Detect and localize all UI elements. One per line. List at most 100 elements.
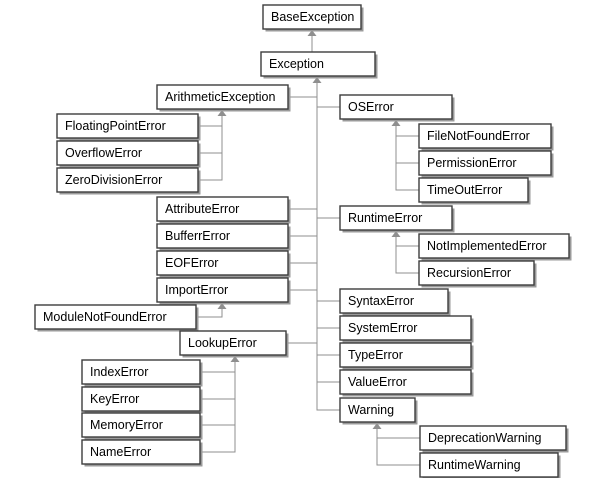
- edge-path: [198, 115, 223, 127]
- node-box[interactable]: [339, 342, 472, 368]
- edge-SyntaxError-to-Exception: [316, 82, 340, 302]
- node-LookupError[interactable]: LookupError: [179, 330, 289, 358]
- node-IndexError[interactable]: IndexError: [81, 359, 203, 387]
- node-box[interactable]: [156, 196, 289, 222]
- edge-RuntimeError-to-Exception: [316, 82, 340, 219]
- node-NotImplementedError[interactable]: NotImplementedError: [418, 233, 572, 261]
- node-label: BufferrError: [165, 229, 230, 243]
- edge-path: [196, 308, 223, 318]
- node-box[interactable]: [339, 369, 472, 395]
- node-OSError[interactable]: OSError: [339, 94, 455, 122]
- node-box[interactable]: [339, 94, 453, 120]
- node-label: ModuleNotFoundError: [43, 310, 167, 324]
- edge-path: [395, 125, 419, 191]
- node-TimeOutError[interactable]: TimeOutError: [418, 177, 531, 205]
- node-ImportError[interactable]: ImportError: [156, 277, 291, 305]
- node-label: TimeOutError: [427, 183, 502, 197]
- node-box[interactable]: [339, 315, 472, 341]
- node-EOFError[interactable]: EOFError: [156, 250, 291, 278]
- edge-Warning-to-Exception: [316, 82, 340, 411]
- edge-path: [395, 236, 419, 274]
- node-DeprecationWarning[interactable]: DeprecationWarning: [419, 425, 569, 453]
- edge-ZeroDivisionError-to-ArithmeticException: [198, 115, 223, 181]
- node-box[interactable]: [419, 452, 559, 478]
- edge-path: [316, 82, 340, 329]
- node-ModuleNotFoundError[interactable]: ModuleNotFoundError: [34, 304, 199, 332]
- node-box[interactable]: [81, 359, 201, 385]
- node-box[interactable]: [418, 123, 552, 149]
- node-box[interactable]: [418, 233, 570, 259]
- node-label: RecursionError: [427, 266, 511, 280]
- node-Exception[interactable]: Exception: [260, 51, 378, 79]
- node-box[interactable]: [260, 51, 376, 77]
- node-box[interactable]: [81, 386, 201, 412]
- node-AttributeError[interactable]: AttributeError: [156, 196, 291, 224]
- node-label: MemoryError: [90, 418, 163, 432]
- node-ValueError[interactable]: ValueError: [339, 369, 474, 397]
- edge-NameError-to-LookupError: [200, 361, 236, 453]
- node-NameError[interactable]: NameError: [81, 439, 203, 467]
- node-layer: BaseExceptionExceptionArithmeticExceptio…: [34, 4, 572, 478]
- node-box[interactable]: [81, 439, 201, 465]
- node-RuntimeError[interactable]: RuntimeError: [339, 205, 455, 233]
- node-KeyError[interactable]: KeyError: [81, 386, 203, 414]
- node-box[interactable]: [339, 288, 449, 314]
- edge-path: [316, 82, 340, 219]
- node-label: ImportError: [165, 283, 228, 297]
- edge-path: [288, 82, 318, 291]
- node-RecursionError[interactable]: RecursionError: [418, 260, 537, 288]
- edge-layer: [196, 30, 420, 466]
- edge-path: [376, 428, 420, 466]
- node-RuntimeWarning[interactable]: RuntimeWarning: [419, 452, 561, 478]
- node-MemoryError[interactable]: MemoryError: [81, 412, 203, 440]
- node-box[interactable]: [156, 223, 289, 249]
- node-box[interactable]: [418, 150, 552, 176]
- node-box[interactable]: [418, 177, 529, 203]
- node-box[interactable]: [156, 277, 289, 303]
- edge-BufferrError-to-Exception: [288, 82, 318, 237]
- node-BaseException[interactable]: BaseException: [262, 4, 364, 32]
- node-box[interactable]: [339, 205, 453, 231]
- node-FloatingPointError[interactable]: FloatingPointError: [56, 113, 201, 141]
- edge-path: [200, 361, 236, 373]
- edge-OverflowError-to-ArithmeticException: [198, 115, 223, 154]
- edge-ImportError-to-Exception: [288, 82, 318, 291]
- node-SyntaxError[interactable]: SyntaxError: [339, 288, 451, 316]
- node-box[interactable]: [418, 260, 535, 286]
- node-box[interactable]: [56, 167, 199, 193]
- node-box[interactable]: [339, 397, 416, 423]
- edge-LookupError-to-Exception: [286, 82, 318, 344]
- node-label: OverflowError: [65, 146, 142, 160]
- node-TypeError[interactable]: TypeError: [339, 342, 474, 370]
- edge-path: [286, 82, 318, 344]
- node-label: PermissionError: [427, 156, 517, 170]
- node-box[interactable]: [179, 330, 287, 356]
- node-box[interactable]: [56, 113, 199, 139]
- node-ArithmeticException[interactable]: ArithmeticException: [156, 84, 291, 112]
- node-box[interactable]: [34, 304, 197, 330]
- edge-SystemError-to-Exception: [316, 82, 340, 329]
- node-box[interactable]: [419, 425, 567, 451]
- node-SystemError[interactable]: SystemError: [339, 315, 474, 343]
- node-label: NameError: [90, 445, 151, 459]
- node-box[interactable]: [81, 412, 201, 438]
- node-box[interactable]: [156, 84, 289, 110]
- node-box[interactable]: [56, 140, 199, 166]
- edge-path: [288, 82, 318, 98]
- node-BufferrError[interactable]: BufferrError: [156, 223, 291, 251]
- edge-IndexError-to-LookupError: [200, 356, 240, 373]
- node-FileNotFoundError[interactable]: FileNotFoundError: [418, 123, 554, 151]
- node-label: FileNotFoundError: [427, 129, 530, 143]
- node-Warning[interactable]: Warning: [339, 397, 418, 425]
- edge-path: [316, 82, 340, 411]
- node-ZeroDivisionError[interactable]: ZeroDivisionError: [56, 167, 201, 195]
- node-label: KeyError: [90, 392, 139, 406]
- node-box[interactable]: [156, 250, 289, 276]
- node-OverflowError[interactable]: OverflowError: [56, 140, 201, 168]
- node-label: FloatingPointError: [65, 119, 166, 133]
- node-PermissionError[interactable]: PermissionError: [418, 150, 554, 178]
- inherit-arrowhead: [391, 120, 401, 126]
- node-box[interactable]: [262, 4, 362, 30]
